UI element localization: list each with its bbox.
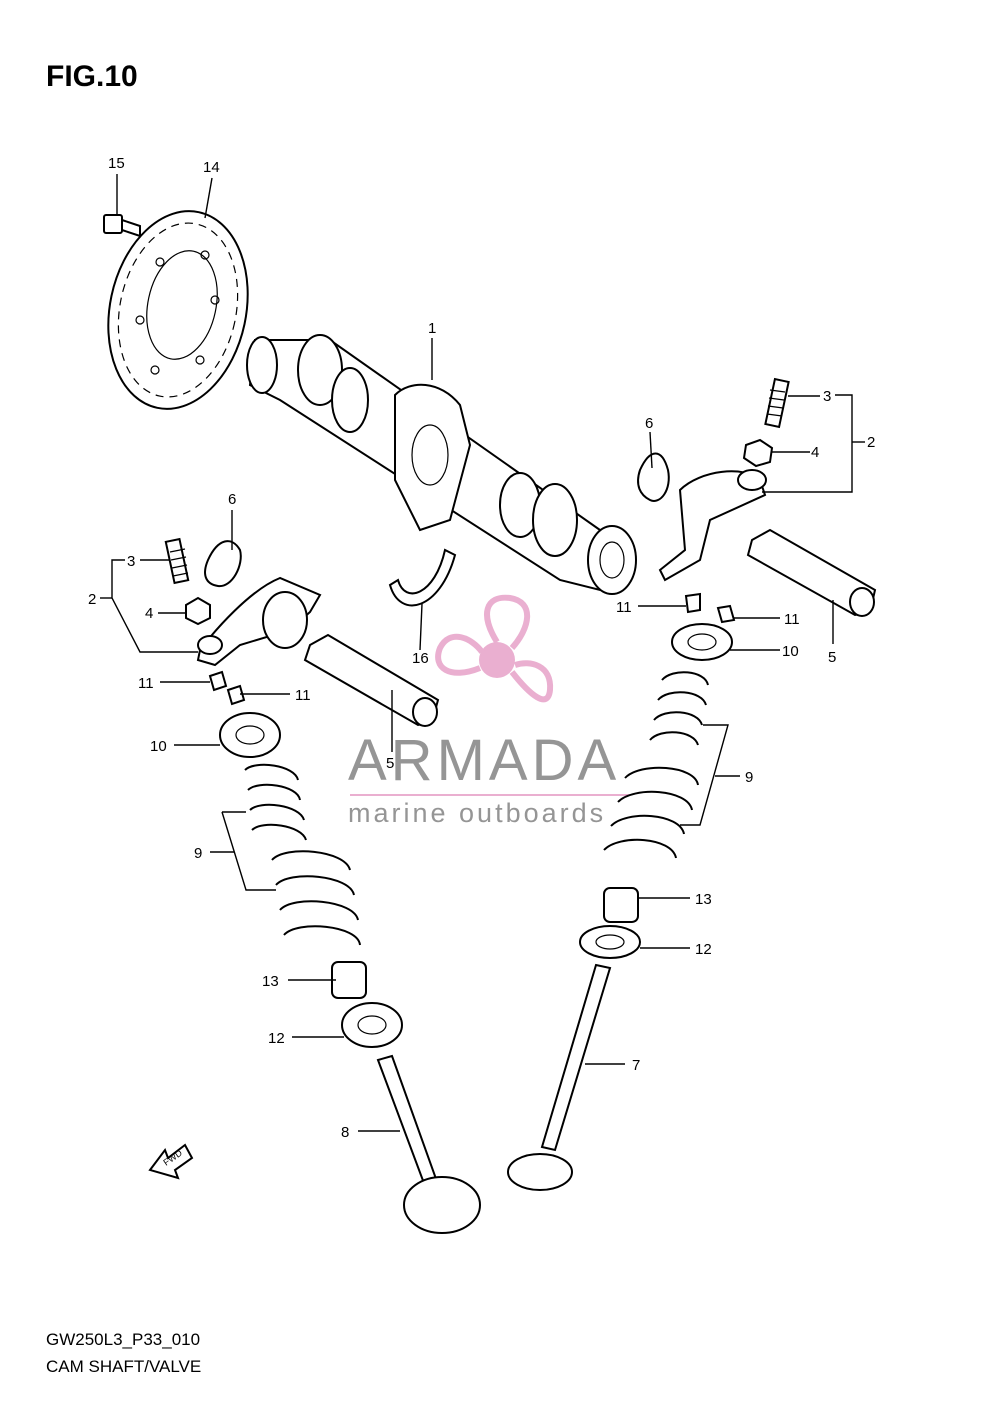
locknut-left (185, 596, 211, 626)
half-ring-16 (388, 548, 457, 607)
stem-seal-right (603, 887, 639, 923)
spring-seat-left (341, 1002, 403, 1048)
callout-2-left: 2 (88, 591, 96, 608)
intake-valve (507, 963, 612, 1191)
callout-1: 1 (428, 320, 436, 337)
rocker-spring-left (204, 540, 242, 588)
watermark-tagline: marine outboards (348, 798, 606, 828)
callout-5-left: 5 (386, 755, 394, 772)
callout-10-right: 10 (782, 643, 799, 660)
locknut-right (742, 438, 774, 468)
armada-watermark: ARMADA marine outboards (348, 594, 640, 828)
callout-11-d: 11 (784, 611, 800, 628)
callout-12-right: 12 (695, 941, 712, 958)
callout-9-left: 9 (194, 845, 202, 862)
cotter-right-a (684, 592, 701, 614)
callout-5-right: 5 (828, 649, 836, 666)
callout-11-b: 11 (295, 687, 311, 704)
inner-spring-left (244, 763, 307, 841)
retainer-left (219, 712, 281, 758)
callout-11-c: 11 (616, 599, 632, 616)
fwd-arrow-icon: FWD (148, 1143, 194, 1180)
retainer-right (671, 623, 733, 661)
outer-spring-right (603, 766, 699, 859)
adjuster-screw-right (764, 377, 790, 429)
callout-6-left: 6 (228, 491, 236, 508)
callout-7: 7 (632, 1057, 640, 1074)
callout-13-right: 13 (695, 891, 712, 908)
callout-16: 16 (412, 650, 429, 667)
cotter-left-a (208, 670, 228, 692)
callout-11-a: 11 (138, 675, 154, 692)
callout-4-right: 4 (811, 444, 819, 461)
callout-labels: 15 14 1 3 4 2 6 6 3 2 4 11 11 10 5 16 11… (88, 155, 875, 1141)
exhaust-valve (376, 1054, 481, 1234)
propeller-logo-icon (435, 594, 554, 703)
shaft-left (303, 633, 440, 727)
diagram-code: GW250L3_P33_010 (46, 1330, 201, 1349)
callout-4-left: 4 (145, 605, 153, 622)
callout-9-right: 9 (745, 769, 753, 786)
sprocket-bolt (103, 214, 141, 238)
callout-13-left: 13 (262, 973, 279, 990)
callout-2-right: 2 (867, 434, 875, 451)
camshaft (246, 334, 637, 595)
callout-3-left: 3 (127, 553, 135, 570)
cotter-left-b (226, 684, 246, 706)
callout-3-right: 3 (823, 388, 831, 405)
inner-spring-right (649, 671, 709, 746)
outer-spring-left (271, 850, 361, 946)
rocker-arm-right (658, 469, 767, 582)
cam-sprocket (107, 210, 249, 410)
leader-lines (100, 174, 865, 1132)
callout-6-right: 6 (645, 415, 653, 432)
adjuster-screw-left (164, 537, 190, 585)
cotter-right-b (716, 604, 736, 624)
callout-12-left: 12 (268, 1030, 285, 1047)
spring-seat-right (579, 925, 641, 959)
rocker-spring-right (637, 452, 670, 502)
callout-8: 8 (341, 1124, 349, 1141)
callout-14: 14 (203, 159, 220, 176)
callout-15: 15 (108, 155, 125, 172)
diagram-name: CAM SHAFT/VALVE (46, 1357, 202, 1376)
callout-10-left: 10 (150, 738, 167, 755)
shaft-right (746, 528, 877, 617)
stem-seal-left (331, 961, 367, 999)
figure-title: FIG.10 (46, 60, 138, 93)
rocker-arm-left (196, 576, 322, 667)
